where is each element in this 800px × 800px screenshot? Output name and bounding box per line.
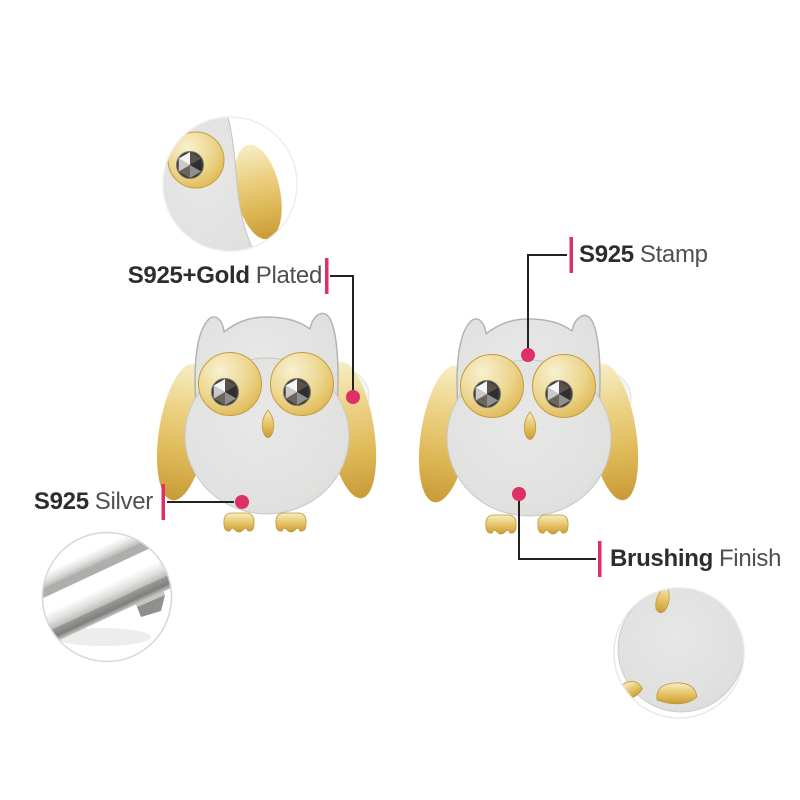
dot-brushing <box>512 487 526 501</box>
zoom-gold-foot <box>656 682 698 705</box>
callout-line-brushing <box>518 501 596 560</box>
inset-silver-ingots <box>41 531 173 663</box>
callouts <box>167 254 596 560</box>
annotation-silver-bold: S925 <box>33 488 89 515</box>
dot-gold-plated <box>346 390 360 404</box>
tick-silver <box>161 484 165 520</box>
callout-dots <box>235 348 535 509</box>
inset-eye-zoom <box>162 116 298 252</box>
owl-earring-left <box>149 313 385 532</box>
annotation-brushing-bold: Brushing <box>610 545 713 572</box>
dot-stamp <box>521 348 535 362</box>
annotation-gold-plated-light: Plated <box>255 262 323 289</box>
tick-brushing <box>598 541 602 577</box>
inset-texture-zoom <box>613 587 745 719</box>
tick-gold-plated <box>325 258 329 294</box>
callout-ticks <box>161 237 602 577</box>
annotation-gold-plated-bold: S925+Gold <box>127 262 250 289</box>
zoom-gold-beak <box>655 588 670 614</box>
dot-silver <box>235 495 249 509</box>
zoom-gold-wing <box>234 144 282 240</box>
annotation-brushing-light: Finish <box>718 545 782 572</box>
callout-line-stamp <box>527 254 567 348</box>
annotation-silver-light: Silver <box>94 488 154 515</box>
callout-line-gold-plated <box>330 275 354 391</box>
annotation-stamp-light: Stamp <box>639 241 708 268</box>
annotation-stamp-bold: S925 <box>579 241 634 268</box>
tick-stamp <box>569 237 573 273</box>
